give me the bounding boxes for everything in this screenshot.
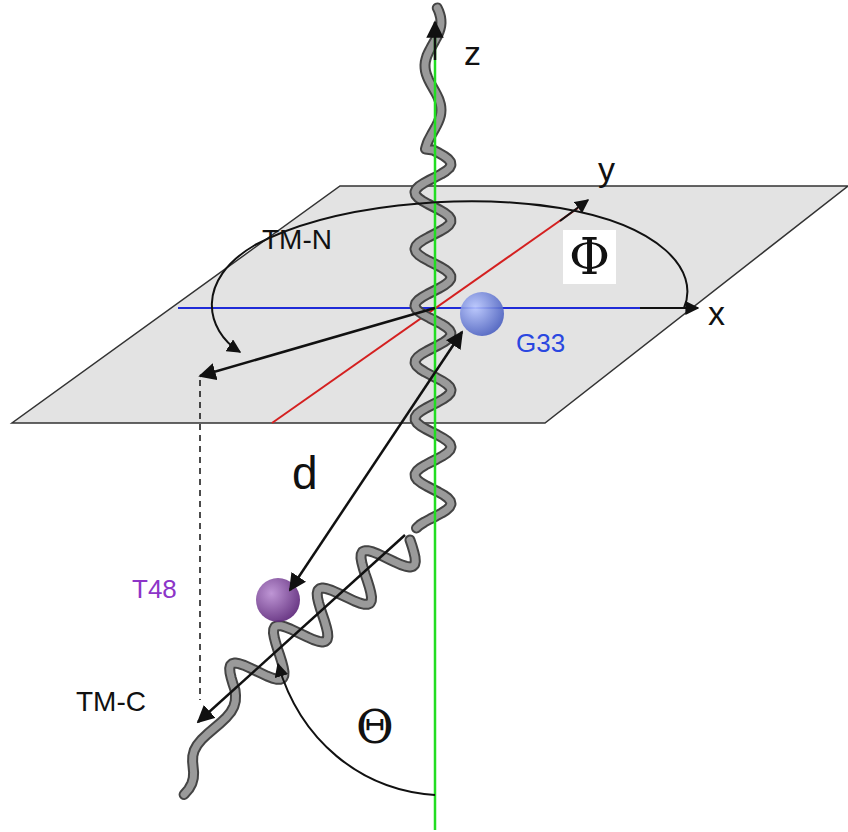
tm-n-label: TM-N xyxy=(262,226,332,254)
x-axis-label: x xyxy=(708,296,725,330)
xy-plane xyxy=(12,186,848,423)
distance-label: d xyxy=(292,450,318,496)
helix-outline xyxy=(184,540,415,795)
residue-label: T48 xyxy=(132,576,177,602)
helix-fill xyxy=(415,8,451,528)
helix xyxy=(184,8,451,795)
x-arrow xyxy=(640,307,698,309)
helix-outline xyxy=(415,8,451,528)
z-axis xyxy=(434,30,437,830)
z-axis-label: z xyxy=(464,36,481,70)
theta-arc xyxy=(278,664,435,795)
distance-arrow xyxy=(290,332,462,590)
g33-sphere xyxy=(460,292,504,336)
z-arrow xyxy=(434,22,437,60)
projection-dash xyxy=(199,380,201,700)
residue-label: G33 xyxy=(516,330,565,356)
tm-c-label: TM-C xyxy=(76,688,146,716)
helix-fill xyxy=(184,540,415,795)
tmc-arrow xyxy=(198,535,405,722)
phi-label: Φ xyxy=(563,230,616,284)
projection-arrow xyxy=(200,308,435,376)
phi-arc xyxy=(212,201,688,352)
theta-label: Θ xyxy=(356,704,394,750)
y-axis-label: y xyxy=(598,152,615,186)
